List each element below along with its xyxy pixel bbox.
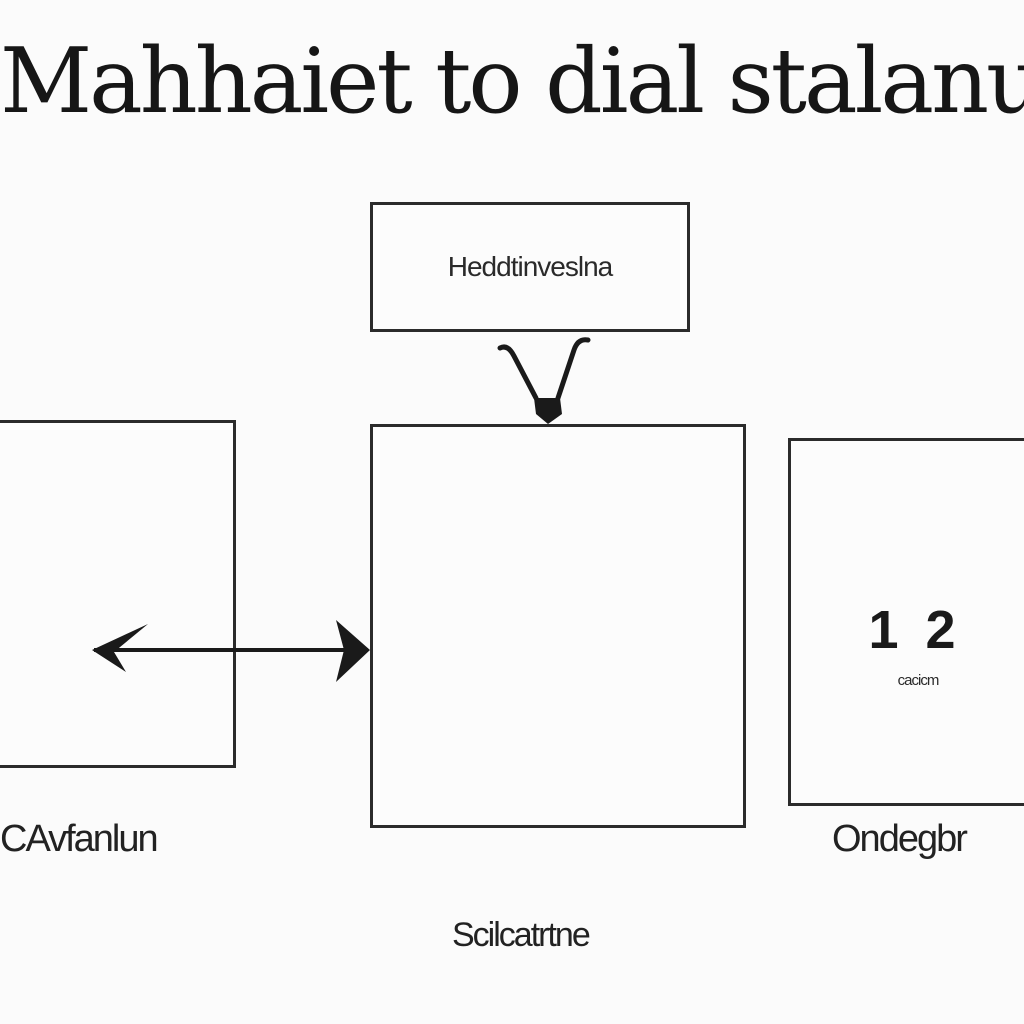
bottom-caption: Scilcatrtne [452,916,591,954]
center-box [370,424,746,828]
top-box: Heddtinveslna [370,202,690,332]
arrow-right-head-icon [336,620,370,682]
right-box-small-label: cacicm [897,672,940,689]
right-box-number: 1 2 [868,600,962,660]
v-connector [497,337,591,424]
left-box-caption: CAvfanlun [0,818,159,860]
right-box [788,438,1024,806]
left-box [0,420,236,768]
arrow-left-head-icon [92,624,148,672]
horizontal-arrow [92,620,370,682]
right-box-caption: Ondegbr [832,818,968,860]
diagram-title: Mahhaiet to dial stalanuda [0,29,1024,134]
top-box-label: Heddtinveslna [447,251,613,282]
